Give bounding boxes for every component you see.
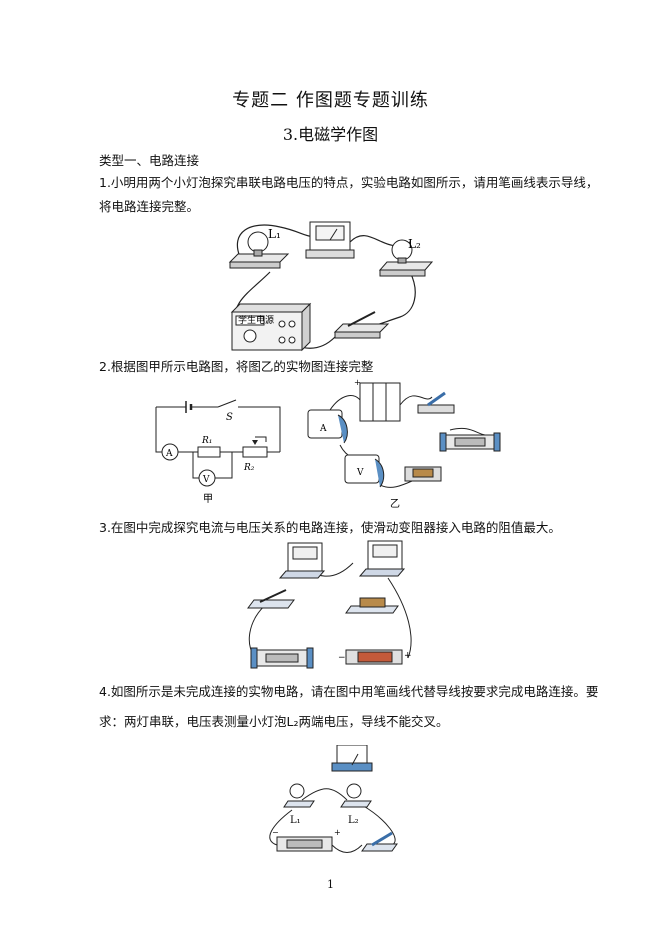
lamp-1 xyxy=(289,783,305,799)
battery-pack xyxy=(359,382,401,422)
q4-text-line2: 求：两灯串联，电压表测量小灯泡L₂两端电压，导线不能交叉。 xyxy=(99,714,449,729)
caption-yi: 乙 xyxy=(390,498,400,510)
page-title: 专题二 作图题专题训练 xyxy=(232,90,429,111)
q1-text-line1: 1.小明用两个小灯泡探究串联电路电压的特点，实验电路如图所示，请用笔画线表示导线… xyxy=(99,175,599,190)
switch xyxy=(417,404,455,414)
power-supply-label: 学生电源 xyxy=(238,314,274,326)
lamp-1 xyxy=(247,231,269,253)
lamp-1-label: L₁ xyxy=(268,227,281,241)
r2-rheostat xyxy=(242,446,268,458)
svg-text:+: + xyxy=(404,651,412,661)
q2-text-line1: 2.根据图甲所示电路图，将图乙的实物图连接完整 xyxy=(99,359,374,374)
switch-label: S xyxy=(226,412,233,423)
switch xyxy=(247,599,295,609)
svg-text:−: − xyxy=(272,828,279,837)
page-number: 1 xyxy=(327,878,334,891)
r2-label: R₂ xyxy=(243,463,255,473)
r1-resistor xyxy=(197,446,221,458)
lamp-2 xyxy=(346,783,362,799)
svg-text:+: + xyxy=(334,828,341,837)
r1-label: R₁ xyxy=(201,436,212,446)
switch xyxy=(361,843,398,852)
svg-text:+: + xyxy=(354,378,361,387)
q1-text-line2: 将电路连接完整。 xyxy=(99,199,200,214)
q4-circuit-figure: L₁ L₂ − + xyxy=(269,745,398,853)
svg-text:A: A xyxy=(319,424,327,434)
lamp-1-label: L₁ xyxy=(290,815,301,826)
q1-circuit-figure: L₁ L₂ 学生电源 xyxy=(228,221,434,352)
svg-text:−: − xyxy=(338,653,346,663)
lamp-2-label: L₂ xyxy=(348,815,359,826)
q3-text-line1: 3.在图中完成探究电流与电压关系的电路连接，使滑动变阻器接入电路的阻值最大。 xyxy=(99,520,561,535)
fixed-resistor xyxy=(345,605,399,614)
voltmeter-label: V xyxy=(202,475,210,485)
lamp-2-label: L₂ xyxy=(408,237,421,251)
section-heading: 类型一、电路连接 xyxy=(99,153,200,168)
svg-text:V: V xyxy=(356,468,364,478)
q2-physical-figure: A + V 乙 xyxy=(307,378,501,510)
q2-schematic-figure: S A R₁ R₂ V 甲 xyxy=(155,399,281,505)
q3-circuit-figure: − + xyxy=(247,540,412,669)
switch xyxy=(333,323,390,333)
page-subtitle: 3.电磁学作图 xyxy=(282,125,379,144)
q4-text-line1: 4.如图所示是未完成连接的实物电路，请在图中用笔画线代替导线按要求完成电路连接。… xyxy=(99,684,599,699)
ammeter-label: A xyxy=(165,449,173,459)
caption-jia: 甲 xyxy=(203,494,213,505)
